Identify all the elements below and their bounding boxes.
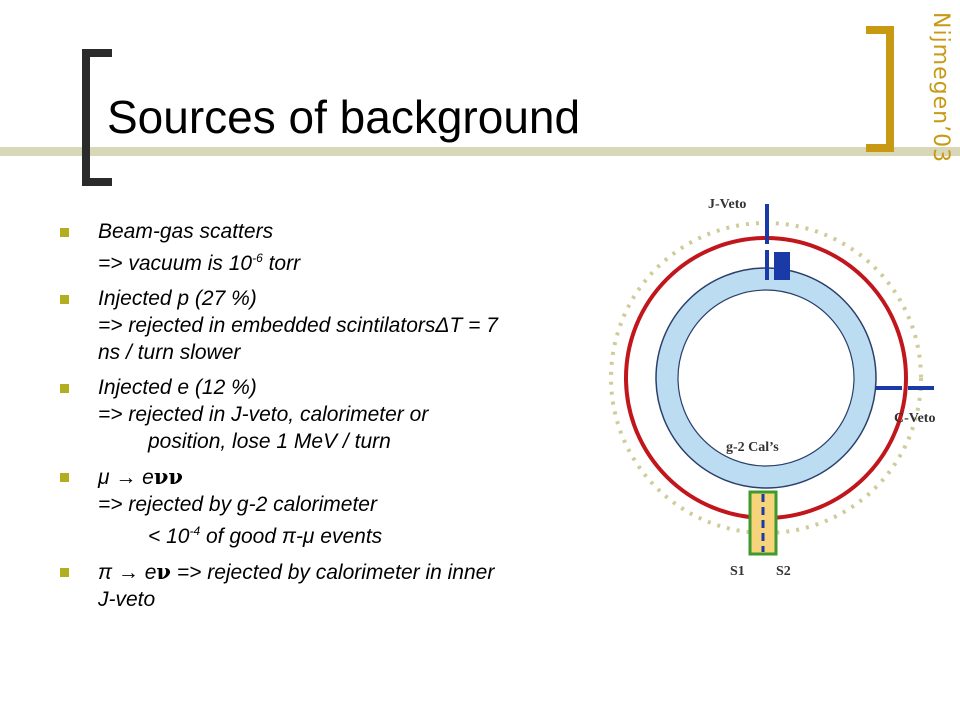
bullet-item: π → eν => rejected by calorimeter in inn… bbox=[60, 558, 660, 613]
bullet-square-icon bbox=[60, 384, 69, 393]
bullet-text: π → e bbox=[98, 561, 157, 584]
c-veto-bar-left bbox=[876, 386, 902, 390]
bullet-line: Injected e (12 %) bbox=[98, 374, 660, 401]
j-veto-block bbox=[774, 252, 790, 280]
c-veto-bar-right bbox=[908, 386, 934, 390]
j-veto-label: J-Veto bbox=[708, 197, 746, 212]
bullet-line: π → eν => rejected by calorimeter in inn… bbox=[98, 558, 660, 586]
bullet-item: Beam-gas scatters=> vacuum is 10-6 torr bbox=[60, 218, 660, 277]
bullet-line: position, lose 1 MeV / turn bbox=[98, 428, 660, 455]
bullet-item: Injected e (12 %) => rejected in J-veto, … bbox=[60, 374, 660, 455]
bullet-text: Injected p (27 %) bbox=[98, 287, 257, 310]
j-veto-bar-bottom bbox=[765, 250, 769, 280]
bullet-line: => rejected in embedded scintilatorsΔT =… bbox=[98, 312, 660, 339]
superscript-text: -4 bbox=[189, 524, 201, 538]
bullet-line: ns / turn slower bbox=[98, 339, 660, 366]
bullet-text: => rejected in J-veto, calorimeter or bbox=[98, 403, 429, 426]
bullet-line: => vacuum is 10-6 torr bbox=[98, 245, 660, 277]
c-veto-label: C-Veto bbox=[894, 411, 935, 426]
bullet-text: => vacuum is 10 bbox=[98, 252, 253, 275]
bullet-line: < 10-4 of good π-μ events bbox=[98, 518, 660, 550]
bullet-line: Injected p (27 %) bbox=[98, 285, 660, 312]
bullet-text: Injected e (12 %) bbox=[98, 376, 257, 399]
bullet-line: => rejected in J-veto, calorimeter or bbox=[98, 401, 660, 428]
bullet-text: ns / turn slower bbox=[98, 341, 241, 364]
bullet-line: μ → eνν bbox=[98, 463, 660, 491]
conference-label: Nijmegen’03 bbox=[928, 12, 953, 164]
bullet-text: J-veto bbox=[98, 588, 156, 611]
bullet-text: of good π-μ events bbox=[200, 525, 383, 548]
left-bracket-decoration bbox=[82, 49, 112, 186]
bullet-item: μ → eνν=> rejected by g-2 calorimeter< 1… bbox=[60, 463, 660, 550]
s1-label: S1 bbox=[730, 564, 745, 579]
inner-ring-hole bbox=[677, 289, 855, 467]
slide-title: Sources of background bbox=[107, 91, 581, 143]
bullet-square-icon bbox=[60, 228, 69, 237]
s2-label: S2 bbox=[776, 564, 791, 579]
bullet-square-icon bbox=[60, 568, 69, 577]
right-bracket-decoration bbox=[866, 26, 894, 152]
bullet-text: => rejected in embedded scintilatorsΔT =… bbox=[98, 314, 498, 337]
bullet-text: Beam-gas scatters bbox=[98, 220, 274, 243]
bullet-text: torr bbox=[262, 252, 301, 275]
detector-diagram: J-Veto C-Veto g-2 Cal’s S1 S2 bbox=[609, 197, 935, 579]
bullet-text: ν bbox=[156, 559, 171, 584]
scintillator-s1-s2 bbox=[748, 490, 778, 556]
bullet-square-icon bbox=[60, 473, 69, 482]
bullet-text: μ → e bbox=[98, 466, 154, 489]
bullet-line: => rejected by g-2 calorimeter bbox=[98, 491, 660, 518]
calorimeter-label: g-2 Cal’s bbox=[726, 440, 779, 455]
superscript-text: -6 bbox=[252, 251, 263, 265]
bullet-text: => rejected by calorimeter in inner bbox=[171, 561, 495, 584]
bullet-text: νν bbox=[153, 464, 184, 489]
bullet-text: => rejected by g-2 calorimeter bbox=[98, 493, 377, 516]
title-underline-bar bbox=[0, 147, 960, 156]
bullet-line: J-veto bbox=[98, 586, 660, 613]
bullet-square-icon bbox=[60, 295, 69, 304]
bullet-text: position, lose 1 MeV / turn bbox=[148, 430, 391, 453]
bullet-line: Beam-gas scatters bbox=[98, 218, 660, 245]
side-label: Nijmegen’03 bbox=[913, 12, 953, 164]
bullet-text: < 10 bbox=[148, 525, 190, 548]
j-veto-bar-top bbox=[765, 204, 769, 244]
bullet-item: Injected p (27 %) => rejected in embedded… bbox=[60, 285, 660, 366]
